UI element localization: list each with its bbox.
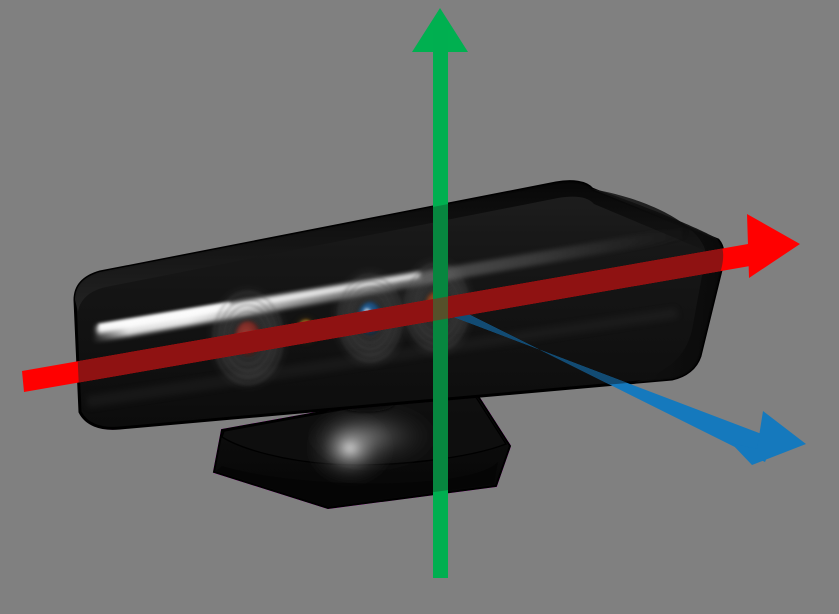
- base-front-lip: [216, 462, 498, 506]
- x-axis-shaft-shaded: [75, 244, 724, 392]
- y-axis-shaft-shaded: [433, 181, 448, 506]
- y-axis-arrowhead[interactable]: [412, 8, 468, 52]
- base-sheen: [302, 402, 442, 470]
- x-axis-arrowhead[interactable]: [747, 214, 800, 278]
- z-axis-arrowhead[interactable]: [731, 411, 806, 465]
- y-axis-overlay: [433, 30, 448, 578]
